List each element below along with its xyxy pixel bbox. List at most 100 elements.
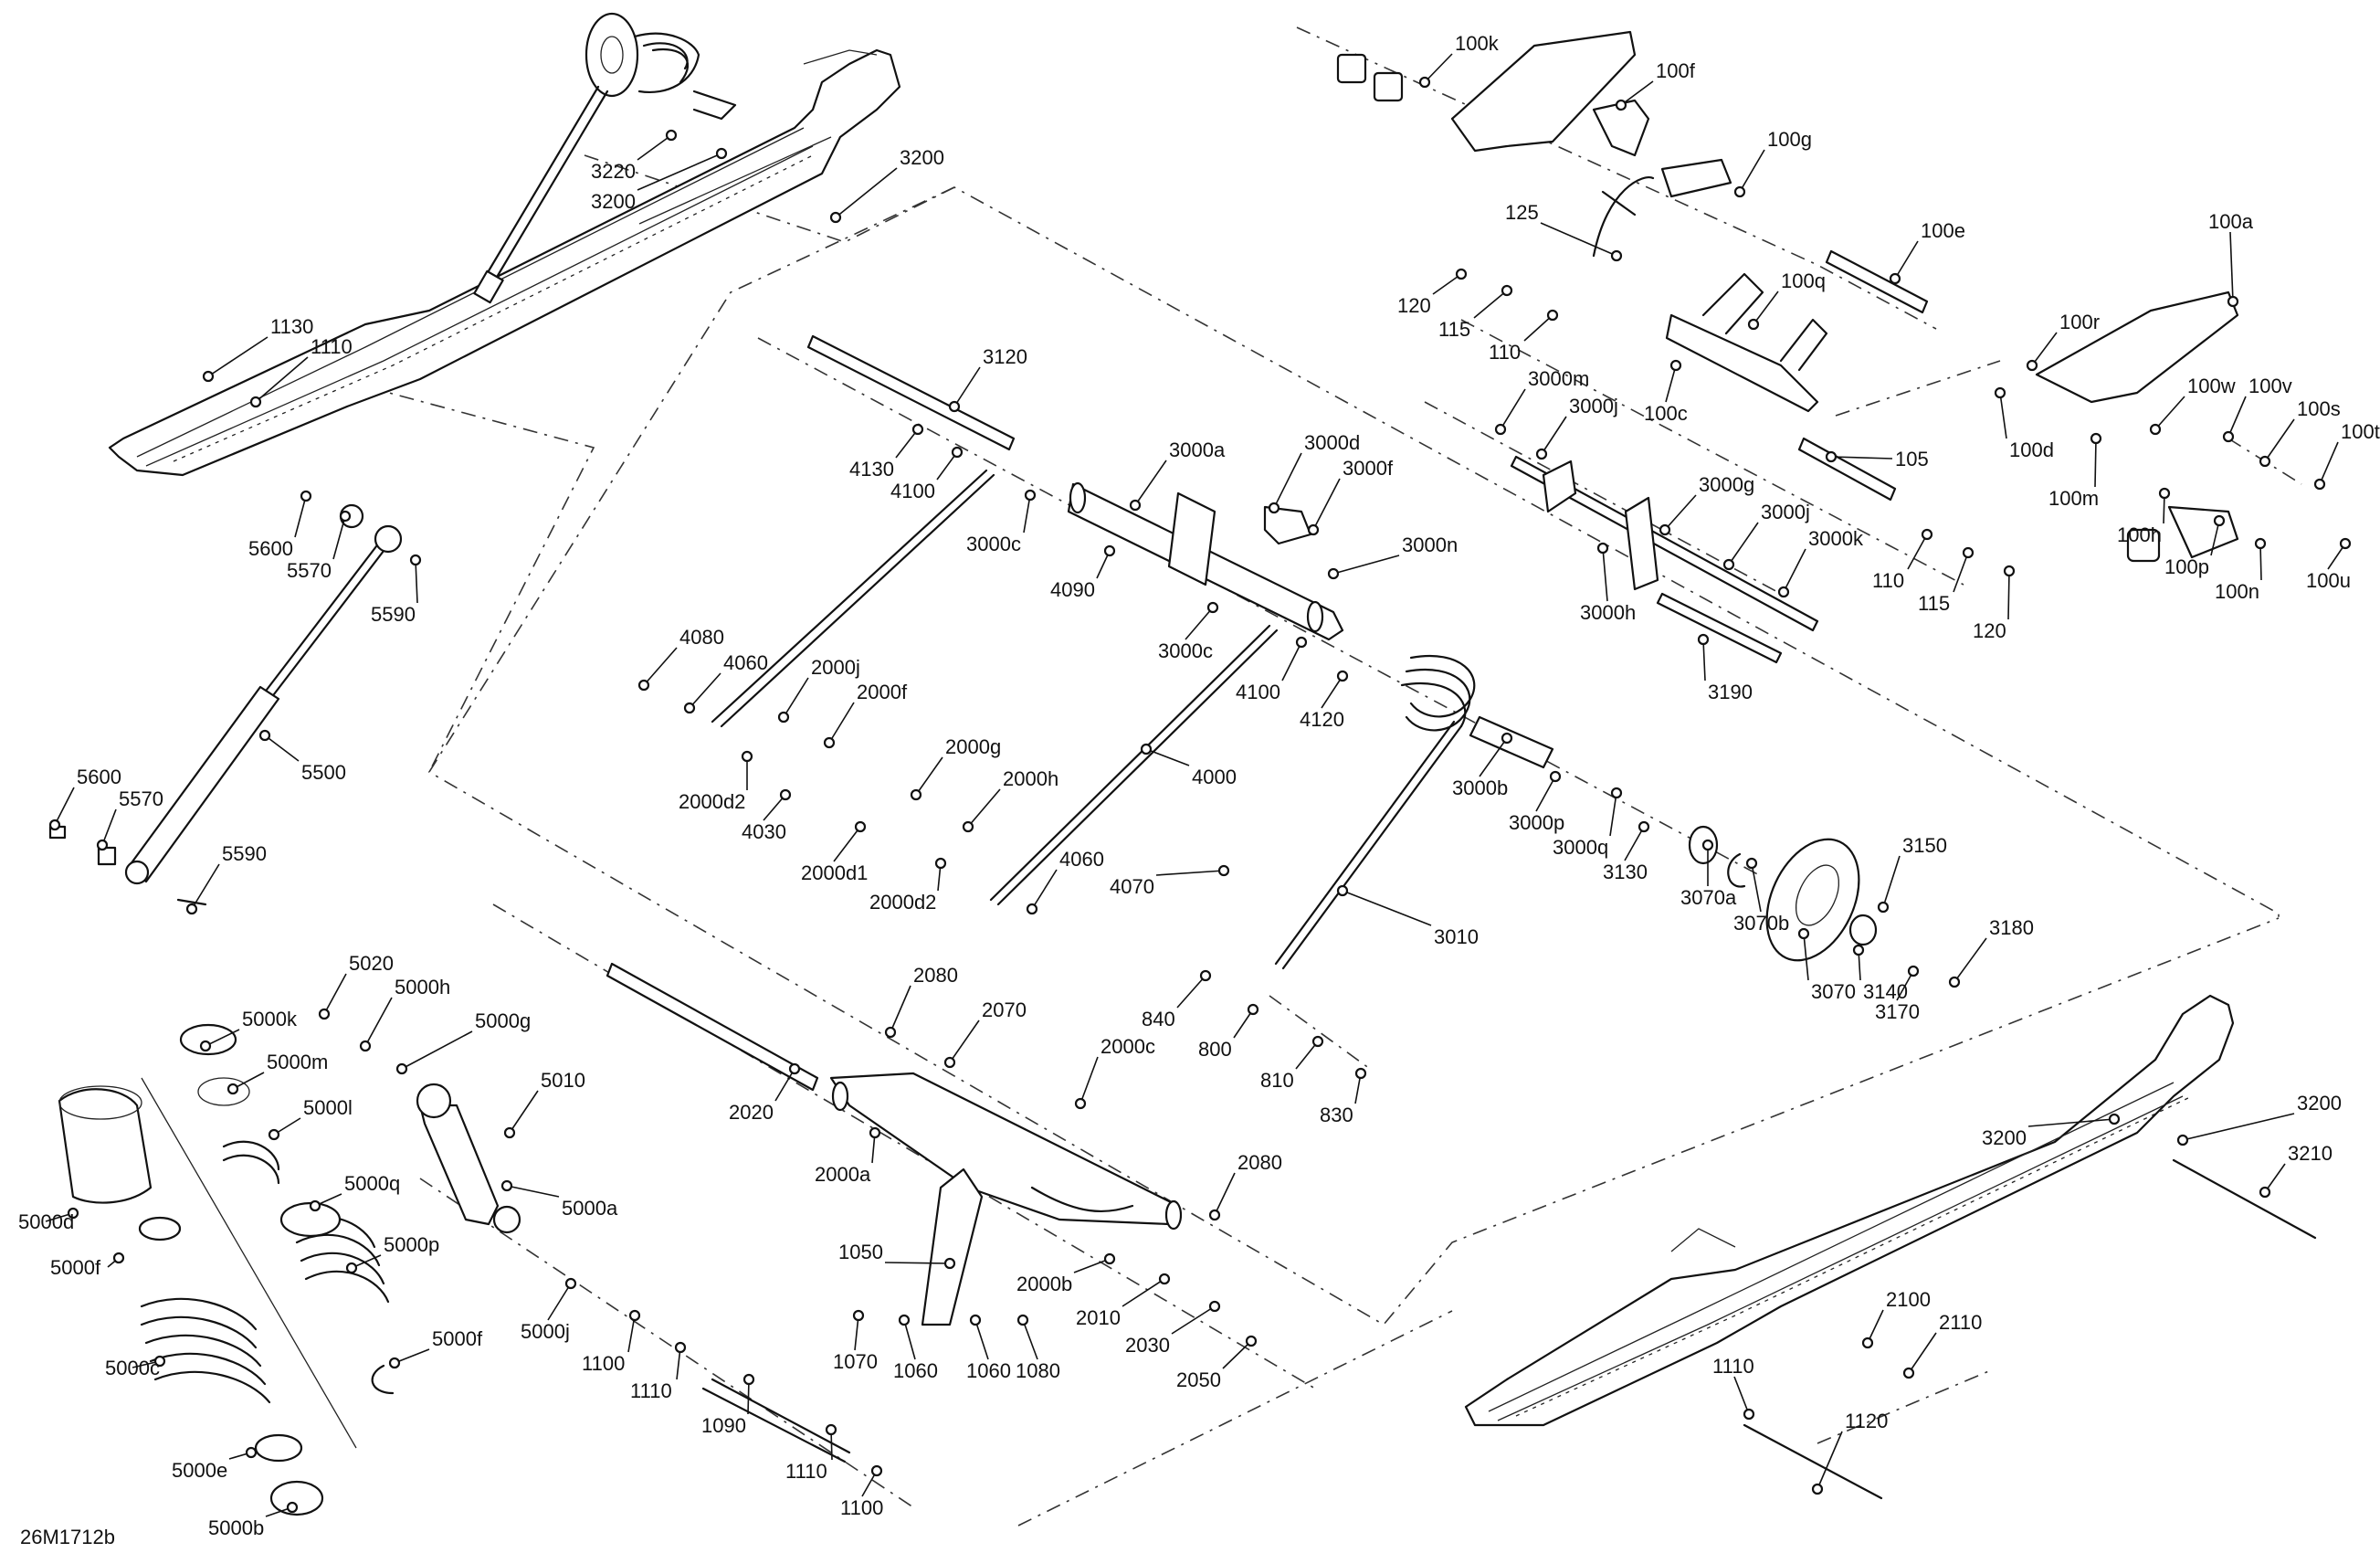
leader-line-115b	[1953, 552, 1969, 593]
small-part-3000m	[1494, 423, 1507, 436]
leader-line-3000j-a	[1541, 416, 1567, 455]
leader-line-3220	[637, 134, 672, 161]
leader-line-100r	[2031, 332, 2058, 366]
leader-line-3070b	[1751, 862, 1762, 913]
small-part-4100b	[1295, 636, 1308, 649]
leader-line-5590a	[415, 559, 418, 604]
callout-label-5590a: 5590	[371, 603, 416, 626]
small-part-1100a	[628, 1309, 641, 1322]
small-part-5000f-a	[388, 1357, 401, 1369]
callout-label-3200c: 3200	[1982, 1126, 2027, 1149]
small-part-115a	[1501, 284, 1513, 297]
callout-label-5000f-b: 5000f	[50, 1256, 101, 1279]
leader-line-110a	[1523, 314, 1553, 342]
callout-label-5000f-a: 5000f	[432, 1327, 483, 1350]
leader-line-2000g	[915, 756, 943, 796]
callout-label-2000g: 2000g	[945, 735, 1001, 758]
leader-line-3000c-a	[1023, 494, 1031, 534]
small-part-100u	[2339, 537, 2352, 550]
leader-line-5000g	[401, 1030, 473, 1070]
small-part-3000a	[1129, 499, 1142, 512]
small-part-2030	[1208, 1300, 1221, 1313]
leader-line-3200d	[2182, 1113, 2295, 1141]
leader-line-1060a	[903, 1319, 916, 1360]
callout-label-5000k: 5000k	[242, 1008, 298, 1030]
small-part-4000	[1140, 743, 1153, 755]
small-part-5570a	[339, 510, 352, 523]
leader-line-5000m	[232, 1072, 265, 1090]
small-part-1110a	[249, 396, 262, 408]
small-part-1110b	[674, 1341, 687, 1354]
small-part-3000d	[1268, 502, 1280, 514]
leader-line-3000d	[1273, 452, 1302, 509]
small-part-110a	[1546, 309, 1559, 322]
callout-label-2080b: 2080	[1237, 1151, 1282, 1174]
leader-line-100s	[2264, 418, 2295, 462]
small-part-100d	[1994, 386, 2006, 399]
callout-label-5000h: 5000h	[395, 976, 450, 998]
small-part-100f	[1615, 99, 1627, 111]
callout-label-110b: 110	[1872, 569, 1904, 592]
small-part-2000f	[823, 736, 836, 749]
small-part-100h	[2158, 487, 2171, 500]
leader-line-3070	[1803, 933, 1809, 981]
small-part-5600b	[48, 819, 61, 831]
small-part-830	[1354, 1067, 1367, 1080]
small-part-3000c-a	[1024, 489, 1037, 502]
leader-line-3200b	[835, 167, 898, 218]
leader-line-5600a	[294, 495, 307, 538]
small-part-1110d	[1743, 1408, 1755, 1421]
callout-labels: 3220320032001130111056005570559055005600…	[18, 32, 2380, 1539]
leader-line-100q	[1753, 291, 1779, 325]
callout-label-5010: 5010	[541, 1069, 585, 1092]
callout-label-4130: 4130	[849, 458, 894, 481]
small-part-3200d	[2176, 1134, 2189, 1146]
callout-label-3200b: 3200	[900, 146, 944, 169]
leader-line-810	[1295, 1041, 1319, 1070]
callout-label-3190: 3190	[1708, 681, 1753, 703]
leader-line-125	[1540, 222, 1617, 257]
small-part-1070	[852, 1309, 865, 1322]
leader-line-1050	[884, 1262, 951, 1264]
small-part-5000a	[500, 1179, 513, 1192]
leader-line-2000d1	[833, 826, 861, 862]
small-part-2000c	[1074, 1097, 1087, 1110]
small-part-3210	[2259, 1186, 2271, 1199]
callout-label-120a: 120	[1397, 294, 1431, 317]
callout-label-1090: 1090	[701, 1414, 746, 1437]
small-part-3120	[948, 400, 961, 413]
leader-line-4130	[895, 428, 919, 459]
callout-label-110a: 110	[1489, 341, 1521, 364]
leader-line-1120	[1817, 1431, 1843, 1490]
small-part-3200c	[2108, 1113, 2121, 1125]
small-part-3000k	[1777, 586, 1790, 598]
leader-line-3000a	[1134, 460, 1167, 506]
small-part-3070a	[1701, 839, 1714, 851]
small-part-2000b	[1103, 1252, 1116, 1265]
callout-label-2080a: 2080	[913, 964, 958, 987]
leader-line-3120	[953, 366, 981, 407]
callout-label-3000c-a: 3000c	[966, 533, 1021, 555]
small-part-2080a	[884, 1026, 897, 1039]
small-part-5590a	[409, 554, 422, 566]
callout-label-100a: 100a	[2208, 210, 2254, 233]
leader-line-2070	[949, 1019, 980, 1063]
leader-line-3150	[1882, 855, 1901, 908]
small-part-5020	[318, 1008, 331, 1020]
leader-line-100n	[2259, 543, 2262, 581]
front-arm	[829, 1072, 1183, 1326]
leader-line-3210	[2264, 1163, 2286, 1193]
leader-line-3180	[1953, 937, 1987, 983]
callout-label-3200d: 3200	[2297, 1092, 2342, 1115]
small-part-3000b	[1501, 732, 1513, 745]
callout-label-1050: 1050	[838, 1241, 883, 1263]
callout-label-2010: 2010	[1076, 1306, 1121, 1329]
callout-label-5570a: 5570	[287, 559, 332, 582]
leader-line-2100	[1867, 1309, 1884, 1344]
callout-label-830: 830	[1320, 1104, 1353, 1126]
callout-label-3010: 3010	[1434, 925, 1479, 948]
small-part-3070b	[1745, 857, 1758, 870]
small-part-4030	[779, 788, 792, 801]
small-part-3000j-b	[1722, 558, 1735, 571]
